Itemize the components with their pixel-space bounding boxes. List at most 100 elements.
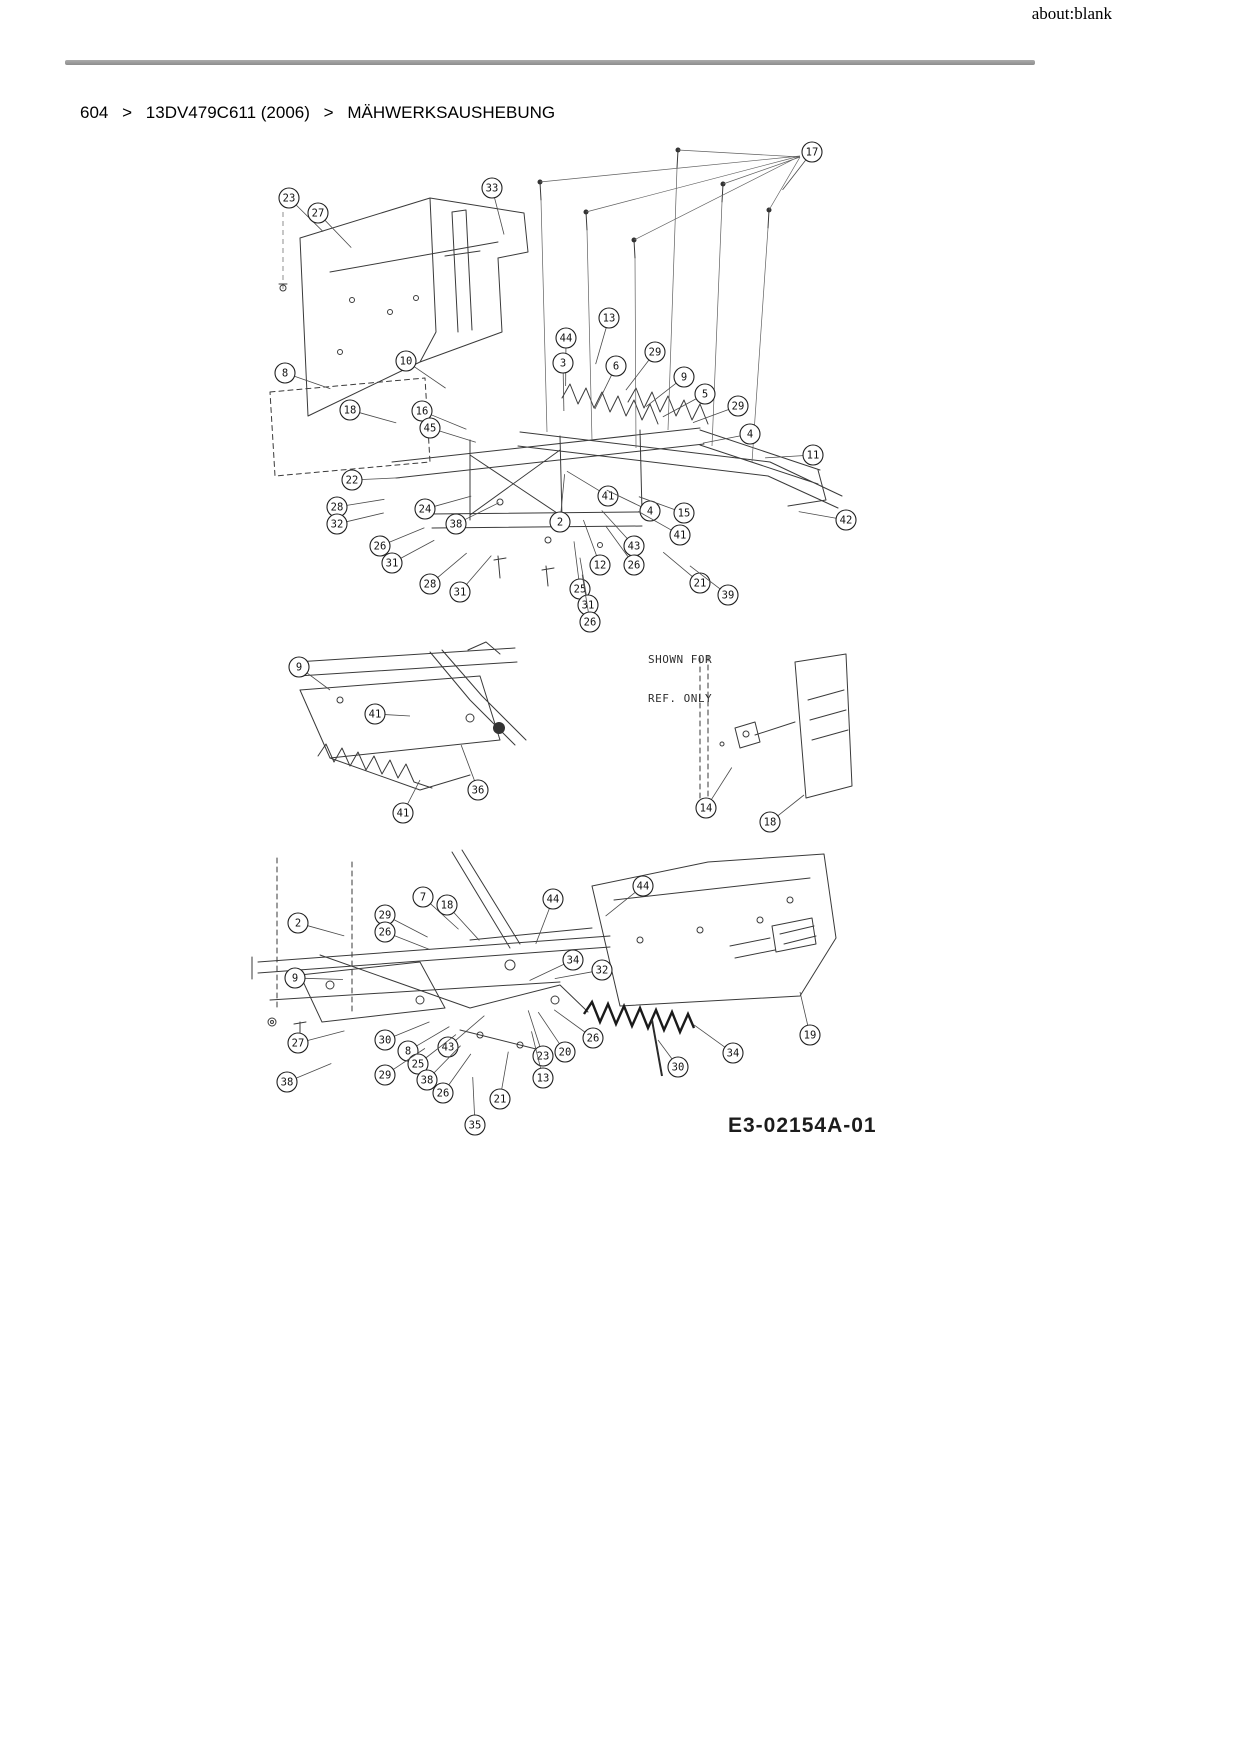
callout-32: 32 <box>554 959 613 981</box>
svg-text:41: 41 <box>602 491 615 503</box>
svg-text:14: 14 <box>700 803 713 815</box>
svg-text:2: 2 <box>557 517 563 529</box>
callout-15: 15 <box>638 496 695 524</box>
callout-11: 11 <box>765 444 824 466</box>
breadcrumb-separator: > <box>122 103 133 122</box>
svg-text:17: 17 <box>806 147 819 159</box>
callout-29: 29 <box>374 1048 426 1086</box>
svg-text:30: 30 <box>672 1062 685 1074</box>
svg-text:24: 24 <box>419 504 432 516</box>
breadcrumb-item-catalog: 604 <box>80 103 109 122</box>
callout-6: 6 <box>594 355 627 410</box>
svg-text:25: 25 <box>412 1059 425 1071</box>
svg-text:13: 13 <box>603 313 616 325</box>
svg-text:20: 20 <box>559 1047 572 1059</box>
svg-text:34: 34 <box>567 955 580 967</box>
callout-17: 17 <box>782 141 823 191</box>
svg-text:41: 41 <box>369 709 382 721</box>
callout-9: 9 <box>284 967 343 989</box>
svg-text:26: 26 <box>584 617 597 629</box>
svg-text:7: 7 <box>420 892 426 904</box>
svg-text:11: 11 <box>807 450 820 462</box>
callout-29: 29 <box>625 341 666 391</box>
callout-43: 43 <box>437 1015 485 1058</box>
callout-39: 39 <box>689 565 739 606</box>
callout-36: 36 <box>460 744 489 801</box>
callout-26: 26 <box>553 1009 604 1049</box>
callout-28: 28 <box>419 552 467 595</box>
callout-4: 4 <box>702 423 761 445</box>
svg-text:33: 33 <box>486 183 499 195</box>
svg-text:6: 6 <box>613 361 619 373</box>
svg-text:3: 3 <box>560 358 566 370</box>
callout-21: 21 <box>489 1051 511 1110</box>
callout-26: 26 <box>432 1053 472 1104</box>
svg-text:26: 26 <box>628 560 641 572</box>
callout-18: 18 <box>759 794 805 833</box>
svg-text:27: 27 <box>292 1038 305 1050</box>
callout-28: 28 <box>326 496 385 518</box>
svg-text:31: 31 <box>386 558 399 570</box>
callout-27: 27 <box>287 1030 345 1054</box>
callout-23: 23 <box>527 1010 554 1067</box>
callout-41: 41 <box>364 703 411 725</box>
callout-38: 38 <box>416 1045 461 1091</box>
svg-text:31: 31 <box>582 600 595 612</box>
bolt-set <box>537 147 801 463</box>
callout-25: 25 <box>569 541 591 600</box>
callout-33: 33 <box>481 177 505 235</box>
callout-32: 32 <box>326 512 384 535</box>
callout-38: 38 <box>276 1063 332 1093</box>
svg-text:4: 4 <box>647 506 653 518</box>
callout-18: 18 <box>436 894 480 941</box>
svg-text:32: 32 <box>596 965 609 977</box>
svg-text:25: 25 <box>574 584 587 596</box>
svg-text:29: 29 <box>732 401 745 413</box>
svg-text:31: 31 <box>454 587 467 599</box>
svg-text:34: 34 <box>727 1048 740 1060</box>
svg-text:39: 39 <box>722 590 735 602</box>
callout-10: 10 <box>395 350 446 389</box>
callout-22: 22 <box>341 469 400 491</box>
callout-45: 45 <box>419 417 476 443</box>
svg-text:27: 27 <box>312 208 325 220</box>
svg-text:36: 36 <box>472 785 485 797</box>
callout-26: 26 <box>374 921 430 950</box>
svg-text:28: 28 <box>424 579 437 591</box>
reference-note-line2: REF. ONLY <box>648 692 713 705</box>
callout-31: 31 <box>381 539 435 574</box>
reference-note: SHOWN FOR REF. ONLY <box>648 627 712 718</box>
callout-2: 2 <box>549 474 571 533</box>
callout-41: 41 <box>566 470 619 507</box>
bottom-detail-art <box>251 849 837 1077</box>
svg-text:23: 23 <box>537 1051 550 1063</box>
breadcrumb-item-section: MÄHWERKSAUSHEBUNG <box>347 103 556 122</box>
svg-text:41: 41 <box>397 808 410 820</box>
callout-2: 2 <box>287 912 345 937</box>
callout-31: 31 <box>449 555 492 603</box>
svg-text:10: 10 <box>400 356 413 368</box>
callout-41: 41 <box>638 511 691 546</box>
callout-26: 26 <box>369 527 425 557</box>
callout-9: 9 <box>645 366 695 407</box>
diagram-code: E3-02154A-01 <box>728 1114 877 1137</box>
callout-5: 5 <box>662 383 716 418</box>
callout-30: 30 <box>374 1021 430 1051</box>
svg-text:35: 35 <box>469 1120 482 1132</box>
callout-27: 27 <box>307 202 352 248</box>
svg-text:29: 29 <box>649 347 662 359</box>
svg-text:8: 8 <box>405 1046 411 1058</box>
svg-text:21: 21 <box>494 1094 507 1106</box>
svg-text:32: 32 <box>331 519 344 531</box>
callout-41: 41 <box>392 779 421 824</box>
svg-text:18: 18 <box>441 900 454 912</box>
breadcrumb-separator: > <box>323 103 334 122</box>
svg-text:26: 26 <box>374 541 387 553</box>
svg-text:26: 26 <box>379 927 392 939</box>
callout-44: 44 <box>555 327 577 387</box>
svg-text:44: 44 <box>547 894 560 906</box>
callout-44: 44 <box>535 888 564 944</box>
svg-text:38: 38 <box>281 1077 294 1089</box>
callout-31: 31 <box>577 557 599 616</box>
